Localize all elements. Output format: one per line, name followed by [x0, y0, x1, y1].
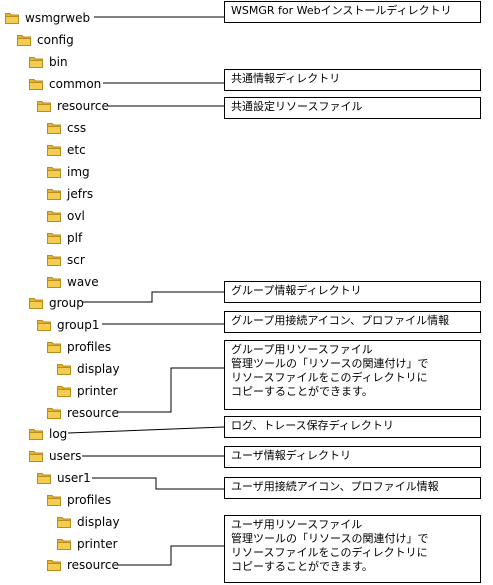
- note-group1-resource: グループ用リソースファイル 管理ツールの「リソースの関連付け」で リソースファイ…: [224, 340, 481, 410]
- folder-jefrs[interactable]: jefrs: [46, 185, 93, 203]
- folder-scr[interactable]: scr: [46, 251, 85, 269]
- folder-label: wsmgrweb: [25, 11, 91, 25]
- folder-icon: [28, 76, 44, 92]
- note-log: ログ、トレース保存ディレクトリ: [224, 416, 481, 438]
- folder-label: group1: [57, 318, 100, 332]
- folder-icon: [46, 274, 62, 290]
- folder-group[interactable]: group: [28, 294, 84, 312]
- folder-label: ovl: [67, 209, 85, 223]
- folder-icon: [46, 208, 62, 224]
- folder-label: user1: [57, 471, 91, 485]
- folder-group1[interactable]: group1: [36, 316, 100, 334]
- folder-user1-display[interactable]: display: [56, 513, 120, 531]
- folder-icon: [28, 426, 44, 442]
- folder-img[interactable]: img: [46, 163, 90, 181]
- folder-label: wave: [67, 275, 99, 289]
- folder-icon: [4, 10, 20, 26]
- folder-label: printer: [77, 537, 118, 551]
- folder-label: resource: [57, 99, 109, 113]
- folder-group1-printer[interactable]: printer: [56, 382, 118, 400]
- folder-icon: [46, 557, 62, 573]
- folder-icon: [46, 252, 62, 268]
- folder-etc[interactable]: etc: [46, 141, 86, 159]
- folder-user1-resource[interactable]: resource: [46, 556, 119, 574]
- folder-label: resource: [67, 558, 119, 572]
- folder-label: profiles: [67, 340, 112, 354]
- note-group1: グループ用接続アイコン、プロファイル情報: [224, 311, 481, 333]
- note-group: グループ情報ディレクトリ: [224, 281, 481, 303]
- folder-icon: [46, 142, 62, 158]
- folder-label: bin: [49, 55, 68, 69]
- folder-icon: [36, 317, 52, 333]
- folder-common[interactable]: common: [28, 75, 101, 93]
- folder-label: plf: [67, 231, 83, 245]
- folder-label: group: [49, 296, 84, 310]
- folder-icon: [46, 339, 62, 355]
- folder-icon: [56, 536, 72, 552]
- folder-common-resource[interactable]: resource: [36, 97, 109, 115]
- note-wsmgrweb: WSMGR for Webインストールディレクトリ: [224, 1, 481, 23]
- folder-icon: [56, 361, 72, 377]
- note-users: ユーザ情報ディレクトリ: [224, 446, 481, 468]
- folder-icon: [46, 405, 62, 421]
- folder-label: config: [37, 33, 74, 47]
- note-user1: ユーザ用接続アイコン、プロファイル情報: [224, 477, 481, 499]
- folder-css[interactable]: css: [46, 119, 86, 137]
- folder-user1-profiles[interactable]: profiles: [46, 491, 111, 509]
- folder-icon: [46, 164, 62, 180]
- folder-icon: [36, 98, 52, 114]
- folder-group1-resource[interactable]: resource: [46, 404, 119, 422]
- folder-label: scr: [67, 253, 85, 267]
- folder-group1-display[interactable]: display: [56, 360, 120, 378]
- folder-label: common: [49, 77, 102, 91]
- folder-icon: [46, 186, 62, 202]
- note-common-resource: 共通設定リソースファイル: [224, 97, 481, 119]
- folder-icon: [46, 492, 62, 508]
- folder-icon: [16, 32, 32, 48]
- folder-plf[interactable]: plf: [46, 229, 82, 247]
- folder-user1[interactable]: user1: [36, 469, 91, 487]
- folder-label: users: [49, 449, 82, 463]
- folder-group1-profiles[interactable]: profiles: [46, 338, 111, 356]
- folder-label: img: [67, 165, 90, 179]
- folder-icon: [46, 230, 62, 246]
- folder-icon: [56, 383, 72, 399]
- folder-bin[interactable]: bin: [28, 53, 68, 71]
- folder-users[interactable]: users: [28, 447, 81, 465]
- folder-wave[interactable]: wave: [46, 273, 99, 291]
- folder-ovl[interactable]: ovl: [46, 207, 85, 225]
- folder-wsmgrweb[interactable]: wsmgrweb: [4, 9, 90, 27]
- folder-label: profiles: [67, 493, 112, 507]
- note-common: 共通情報ディレクトリ: [224, 69, 481, 91]
- folder-label: css: [67, 121, 87, 135]
- folder-label: etc: [67, 143, 86, 157]
- folder-label: log: [49, 427, 68, 441]
- folder-config[interactable]: config: [16, 31, 74, 49]
- folder-label: printer: [77, 384, 118, 398]
- folder-icon: [56, 514, 72, 530]
- folder-label: display: [77, 362, 120, 376]
- folder-label: jefrs: [67, 187, 94, 201]
- folder-label: resource: [67, 406, 119, 420]
- note-user1-resource: ユーザ用リソースファイル 管理ツールの「リソースの関連付け」で リソースファイル…: [224, 515, 481, 583]
- folder-icon: [28, 295, 44, 311]
- folder-log[interactable]: log: [28, 425, 67, 443]
- folder-user1-printer[interactable]: printer: [56, 535, 118, 553]
- folder-icon: [28, 448, 44, 464]
- folder-icon: [46, 120, 62, 136]
- folder-label: display: [77, 515, 120, 529]
- folder-icon: [36, 470, 52, 486]
- folder-icon: [28, 54, 44, 70]
